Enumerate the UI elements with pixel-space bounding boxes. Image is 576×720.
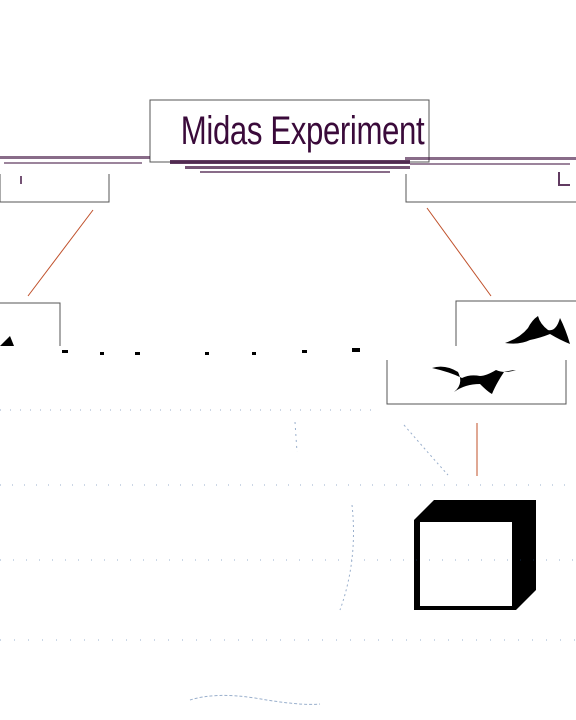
right-level3-lower-node — [386, 360, 567, 405]
left-level2-node — [0, 174, 110, 203]
root-node-title: Midas Experiment — [180, 109, 425, 153]
connector-right — [426, 207, 492, 297]
left-level3-node — [0, 302, 61, 346]
cube-icon — [414, 500, 536, 610]
star-burst-shape-lower — [432, 366, 516, 394]
right-level2-node — [405, 174, 576, 203]
scan-noise — [0, 409, 576, 705]
garbled-text-band — [0, 156, 576, 186]
star-burst-shape-upper — [505, 316, 570, 344]
connector-left — [27, 209, 94, 297]
dash-row — [0, 336, 360, 355]
right-level3-node — [455, 300, 576, 346]
root-node-box — [149, 99, 430, 163]
